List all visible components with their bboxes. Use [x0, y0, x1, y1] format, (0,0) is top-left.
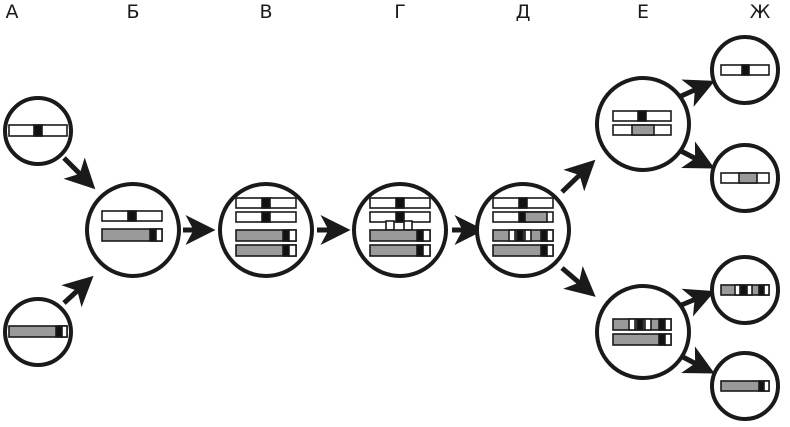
arrow-e2-to-zh4 [677, 346, 715, 374]
chromosome-g-grey-2 [369, 244, 431, 257]
cell-e-top [595, 76, 691, 172]
chromosome-zh-1 [720, 64, 770, 76]
column-label-a: А [6, 1, 19, 23]
column-labels: А Б В Г Д Е Ж [6, 1, 771, 23]
chromosome-e-bottom-recombinant [612, 318, 672, 331]
chromosome-a-top [8, 124, 68, 137]
arrow-d-to-e-top [560, 159, 596, 194]
arrow-e1-to-zh1 [677, 79, 715, 107]
chromosome-v-white-2 [235, 211, 297, 223]
chromosome-zh-4 [720, 380, 770, 392]
arrow-a2-to-b [61, 275, 94, 308]
column-label-v: В [259, 1, 272, 23]
column-label-d: Д [516, 1, 531, 23]
chromosome-b-white [101, 210, 163, 222]
chromosome-e-bottom-grey [612, 333, 672, 346]
cell-e-bottom [595, 284, 691, 380]
arrow-e1-to-zh2 [677, 141, 715, 169]
chromosome-d-recombinant-2 [492, 229, 554, 242]
chromosome-d-recombinant-1 [492, 211, 554, 223]
chromosomes [8, 64, 770, 392]
chromosome-b-grey [101, 228, 163, 242]
chromosome-v-white-1 [235, 197, 297, 209]
chromosome-g-grey-1 [369, 229, 431, 242]
chromosome-d-white-1 [492, 197, 554, 209]
chromosome-zh-2 [720, 172, 770, 184]
column-label-zh: Ж [750, 1, 771, 23]
arrow-e2-to-zh3 [678, 288, 715, 317]
arrow-d-to-e-bottom [560, 265, 596, 297]
chromosome-zh-3 [720, 284, 770, 296]
chromosome-v-grey-1 [235, 229, 297, 242]
chromosome-a-bottom [8, 325, 68, 338]
chromosome-g-white-2 [369, 211, 431, 223]
column-label-e: Е [637, 1, 649, 23]
chromosome-e-top-white [612, 110, 672, 122]
arrows [61, 79, 715, 374]
chromosome-d-grey-2 [492, 244, 554, 257]
chromosome-e-top-recombinant [612, 124, 672, 136]
column-label-b: Б [126, 1, 139, 23]
arrow-a1-to-b [62, 156, 96, 190]
column-label-g: Г [394, 1, 406, 23]
chromosome-v-grey-2 [235, 244, 297, 257]
chromosome-g-white-1 [369, 197, 431, 209]
